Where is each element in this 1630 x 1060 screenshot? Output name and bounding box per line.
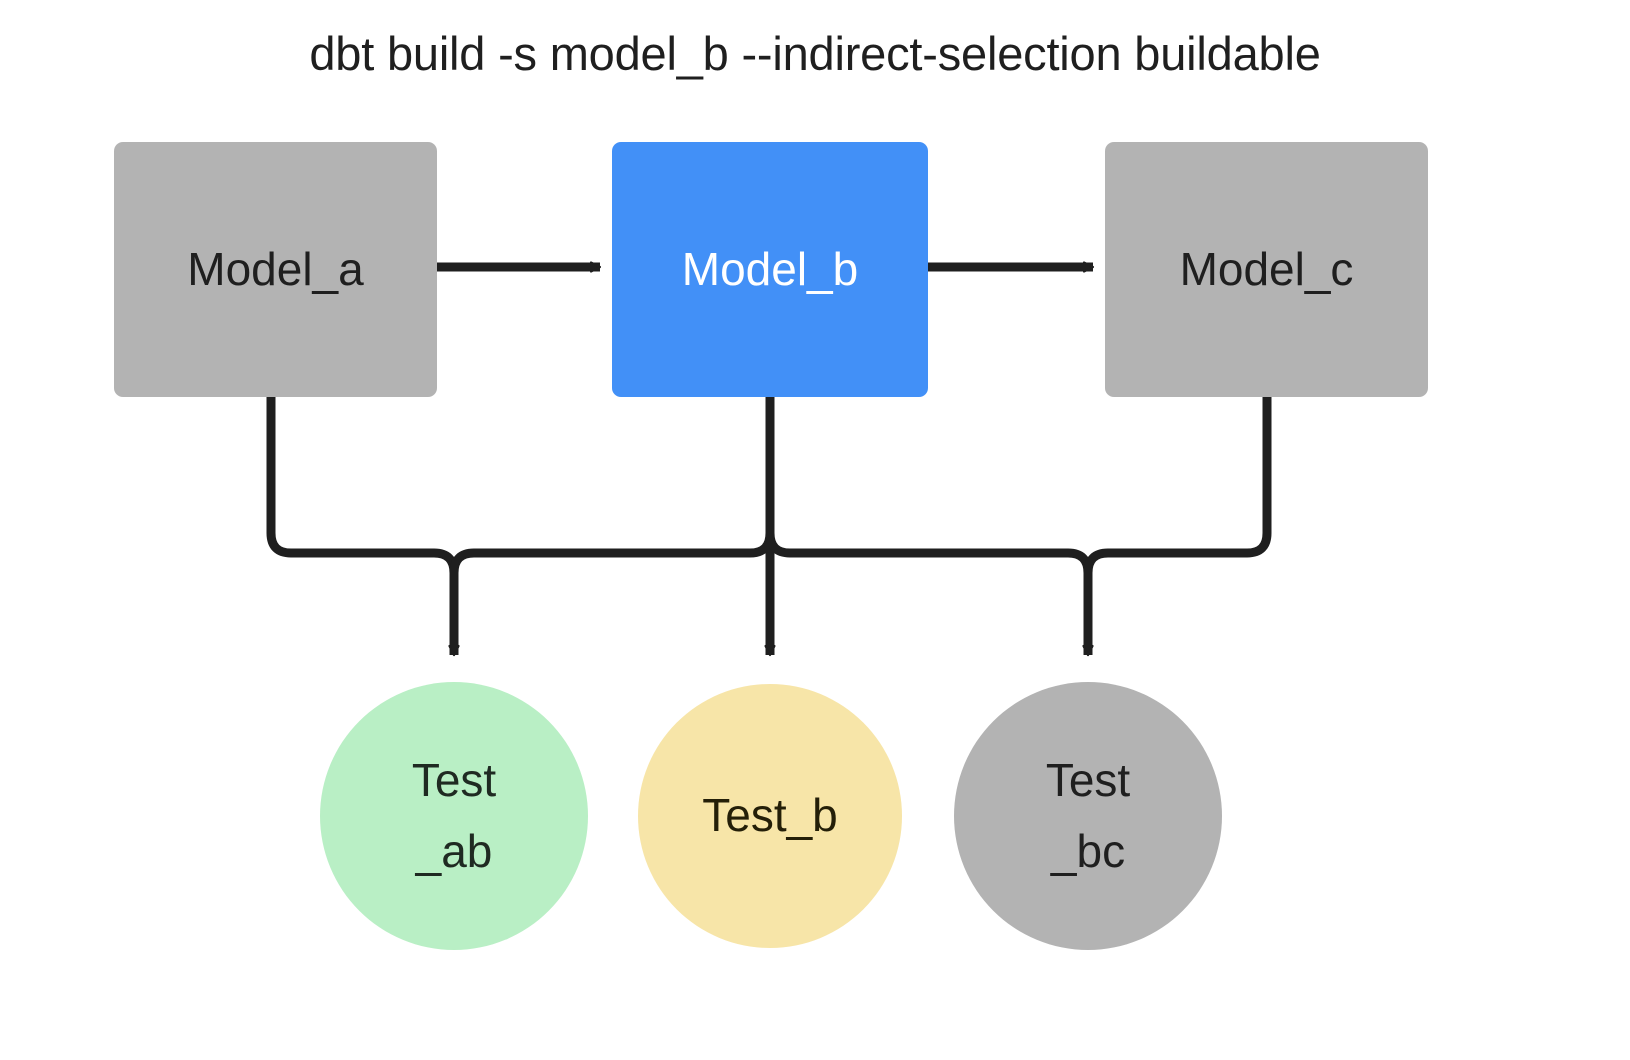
model-box-model_b[interactable] — [612, 142, 928, 397]
edge-model_b-to-test_bc — [765, 397, 1094, 657]
model-node-group — [114, 142, 1428, 397]
diagram-title: dbt build -s model_b --indirect-selectio… — [309, 27, 1321, 80]
test-node-group — [320, 682, 1222, 950]
test-circle-test_b[interactable] — [638, 684, 902, 948]
edge-model_b-to-test_ab — [448, 397, 775, 657]
model-box-model_a[interactable] — [114, 142, 437, 397]
model-box-model_c[interactable] — [1105, 142, 1428, 397]
edge-model_c-to-test_bc — [1082, 397, 1272, 657]
edge-model_a-to-test_ab — [266, 397, 460, 657]
test-circle-test_bc[interactable] — [954, 682, 1222, 950]
test-circle-test_ab[interactable] — [320, 682, 588, 950]
